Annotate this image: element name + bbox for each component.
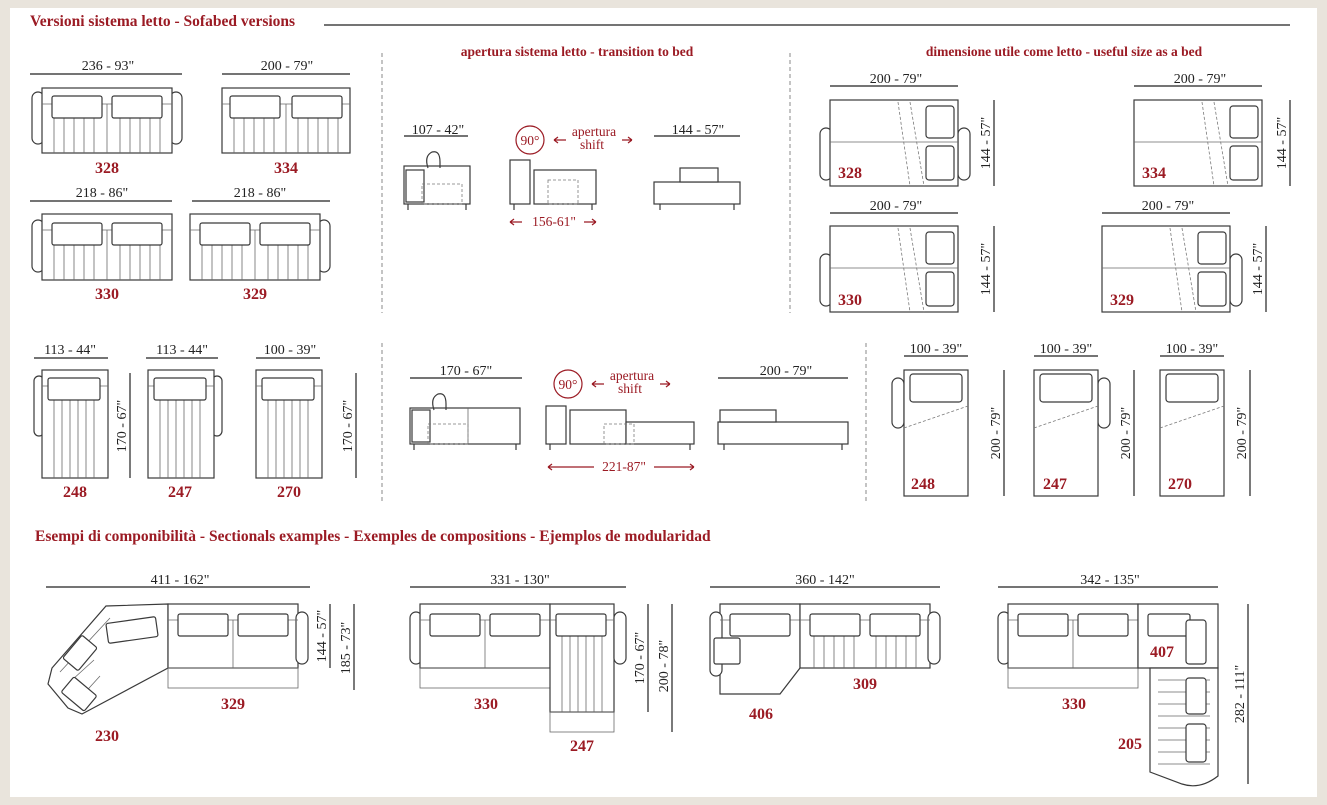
svg-text:200 - 79": 200 - 79" [1174, 72, 1226, 87]
chaise-247: 113 - 44" 247 [146, 343, 223, 501]
svg-text:100 - 39": 100 - 39" [264, 343, 316, 358]
transition-bottom: 170 - 67" 90° apertura shift 221-87" 200… [409, 364, 849, 474]
svg-text:90°: 90° [559, 377, 578, 392]
sectional-example-2: 331 - 130" 170 - 67" 200 - 78" 330 247 [409, 573, 673, 755]
svg-text:247: 247 [168, 484, 192, 501]
svg-text:200 - 79": 200 - 79" [989, 407, 1004, 459]
transition-top: 107 - 42" 90° apertura shift 156-61" 144… [403, 123, 741, 229]
section-title-sofabed: Versioni sistema letto - Sofabed version… [30, 13, 295, 30]
svg-text:330: 330 [474, 696, 498, 713]
svg-text:270: 270 [1168, 476, 1192, 493]
svg-text:282 - 111": 282 - 111" [1233, 665, 1248, 723]
svg-text:200 - 79": 200 - 79" [870, 199, 922, 214]
svg-text:170 - 67": 170 - 67" [633, 632, 648, 684]
svg-text:100 - 39": 100 - 39" [910, 342, 962, 357]
svg-text:331 - 130": 331 - 130" [490, 573, 549, 588]
svg-text:144 - 57": 144 - 57" [979, 243, 994, 295]
svg-text:334: 334 [1142, 165, 1166, 182]
svg-text:200 - 79": 200 - 79" [870, 72, 922, 87]
svg-text:329: 329 [243, 286, 267, 303]
svg-text:107 - 42": 107 - 42" [412, 123, 464, 138]
section-title-useful-size: dimensione utile come letto - useful siz… [926, 44, 1203, 59]
svg-text:113 - 44": 113 - 44" [44, 343, 96, 358]
svg-text:334: 334 [274, 160, 298, 177]
spec-sheet: Versioni sistema letto - Sofabed version… [10, 8, 1317, 797]
svg-text:411 - 162": 411 - 162" [151, 573, 210, 588]
svg-text:200 - 78": 200 - 78" [657, 640, 672, 692]
svg-text:328: 328 [838, 165, 862, 182]
svg-text:shift: shift [580, 137, 604, 152]
svg-text:100 - 39": 100 - 39" [1166, 342, 1218, 357]
svg-text:144 - 57": 144 - 57" [1251, 243, 1266, 295]
bed-334: 200 - 79" 144 - 57" 334 [1133, 72, 1291, 187]
svg-text:100 - 39": 100 - 39" [1040, 342, 1092, 357]
svg-text:329: 329 [1110, 292, 1134, 309]
svg-text:200 - 79": 200 - 79" [1142, 199, 1194, 214]
svg-text:221-87": 221-87" [602, 459, 646, 474]
sectional-example-3: 360 - 142" 309 406 [709, 573, 941, 723]
sofa-334: 200 - 79" 334 [221, 59, 351, 177]
svg-text:218 - 86": 218 - 86" [234, 186, 286, 201]
svg-text:156-61": 156-61" [532, 214, 576, 229]
sectional-example-1: 411 - 162" 144 - 57" 185 - 73" 329 230 [46, 573, 355, 745]
svg-text:200 - 79": 200 - 79" [1235, 407, 1250, 459]
svg-text:236 - 93": 236 - 93" [82, 59, 134, 74]
svg-text:248: 248 [63, 484, 87, 501]
bed-248: 100 - 39" 200 - 79" 248 [891, 342, 1005, 497]
sofa-328: 236 - 93" 328 [30, 59, 183, 177]
sectional-example-4: 342 - 135" 282 - 111" 407 330 205 [997, 573, 1249, 787]
svg-text:406: 406 [749, 706, 773, 723]
technical-drawing: Versioni sistema letto - Sofabed version… [30, 13, 1291, 787]
svg-text:330: 330 [95, 286, 119, 303]
svg-text:apertura: apertura [610, 368, 654, 383]
bed-330: 200 - 79" 144 - 57" 330 [819, 199, 995, 313]
svg-text:200 - 79": 200 - 79" [1119, 407, 1134, 459]
sofa-330: 218 - 86" 330 [30, 186, 173, 303]
bed-270: 100 - 39" 200 - 79" 270 [1159, 342, 1251, 497]
bed-247: 100 - 39" 200 - 79" 247 [1033, 342, 1135, 497]
svg-text:248: 248 [911, 476, 935, 493]
svg-text:shift: shift [618, 381, 642, 396]
chaise-270: 100 - 39" 270 [255, 343, 323, 501]
svg-text:113 - 44": 113 - 44" [156, 343, 208, 358]
svg-text:200 - 79": 200 - 79" [261, 59, 313, 74]
svg-text:342 - 135": 342 - 135" [1080, 573, 1139, 588]
svg-text:144 - 57": 144 - 57" [672, 123, 724, 138]
svg-text:apertura: apertura [572, 124, 616, 139]
svg-text:144 - 57": 144 - 57" [979, 117, 994, 169]
svg-text:200 - 79": 200 - 79" [760, 364, 812, 379]
svg-text:309: 309 [853, 676, 877, 693]
svg-text:144 - 57": 144 - 57" [315, 610, 330, 662]
bed-329: 200 - 79" 144 - 57" 329 [1101, 199, 1267, 313]
section-title-transition: apertura sistema letto - transition to b… [461, 44, 694, 59]
svg-text:90°: 90° [521, 133, 540, 148]
svg-text:360 - 142": 360 - 142" [795, 573, 854, 588]
bed-328: 200 - 79" 144 - 57" 328 [819, 72, 995, 187]
depth-270: 170 - 67" [341, 400, 356, 452]
section-title-sectionals: Esempi di componibilità - Sectionals exa… [35, 528, 711, 545]
svg-text:205: 205 [1118, 736, 1142, 753]
chaise-248: 113 - 44" 248 [33, 343, 109, 501]
svg-text:144 - 57": 144 - 57" [1275, 117, 1290, 169]
svg-text:247: 247 [570, 738, 594, 755]
svg-text:230: 230 [95, 728, 119, 745]
svg-text:329: 329 [221, 696, 245, 713]
svg-text:328: 328 [95, 160, 119, 177]
svg-text:330: 330 [838, 292, 862, 309]
depth-248: 170 - 67" [115, 400, 130, 452]
svg-text:407: 407 [1150, 644, 1174, 661]
svg-text:270: 270 [277, 484, 301, 501]
svg-text:330: 330 [1062, 696, 1086, 713]
svg-text:170 - 67": 170 - 67" [440, 364, 492, 379]
svg-text:247: 247 [1043, 476, 1067, 493]
sofa-329: 218 - 86" 329 [189, 186, 331, 303]
svg-text:185 - 73": 185 - 73" [339, 622, 354, 674]
svg-text:218 - 86": 218 - 86" [76, 186, 128, 201]
